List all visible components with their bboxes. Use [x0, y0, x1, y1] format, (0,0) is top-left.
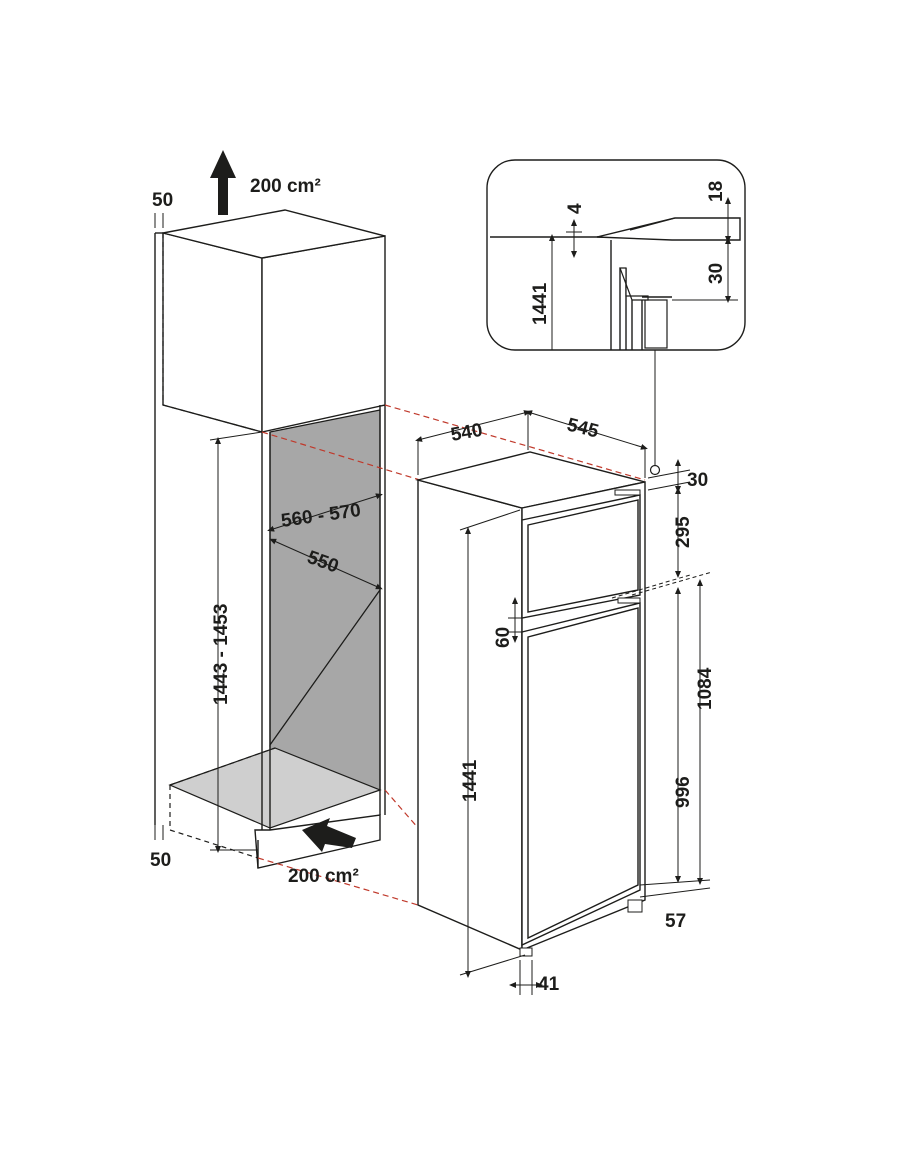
- vent-bottom-label: 200 cm²: [288, 866, 359, 887]
- foot-depth-label: 41: [538, 974, 560, 995]
- arrow-up-icon: [210, 150, 236, 215]
- cabinet-top-front-face: [261, 235, 386, 433]
- door-gap-label: 60: [493, 627, 514, 648]
- gap-top-label: 50: [152, 190, 173, 211]
- detail-4-label: 4: [565, 203, 586, 214]
- cabinet: [154, 209, 386, 869]
- fridge-door-label: 996: [673, 776, 694, 808]
- vent-arrow-in: [302, 818, 356, 852]
- appliance-side-face: [417, 479, 523, 952]
- detail-30-label: 30: [706, 263, 727, 284]
- fridge-door-inner: [527, 607, 639, 940]
- gap-bottom-label: 50: [150, 850, 171, 871]
- detail-height-label: 1441: [530, 282, 551, 325]
- cabinet-top-left-face: [162, 232, 263, 433]
- cabinet-top-top-face: [162, 209, 386, 259]
- vent-arrow-up: [210, 150, 236, 215]
- vent-top-label: 200 cm²: [250, 176, 321, 197]
- appliance: [415, 451, 646, 957]
- fridge-door-full-label: 1084: [695, 667, 716, 710]
- arrow-in-icon: [302, 818, 356, 852]
- foot-height-label: 57: [665, 911, 686, 932]
- freezer-door-label: 295: [673, 516, 694, 548]
- top-offset-label: 30: [687, 470, 708, 491]
- detail-callout: [486, 159, 746, 476]
- appliance-depth-label: 545: [565, 414, 601, 442]
- appliance-height-label: 1441: [460, 759, 481, 802]
- freezer-door-inner: [527, 499, 639, 613]
- niche-height-label: 1443 - 1453: [211, 604, 232, 705]
- appliance-width-label: 540: [449, 420, 484, 446]
- detail-18-label: 18: [706, 181, 727, 202]
- detail-marker: [649, 464, 661, 476]
